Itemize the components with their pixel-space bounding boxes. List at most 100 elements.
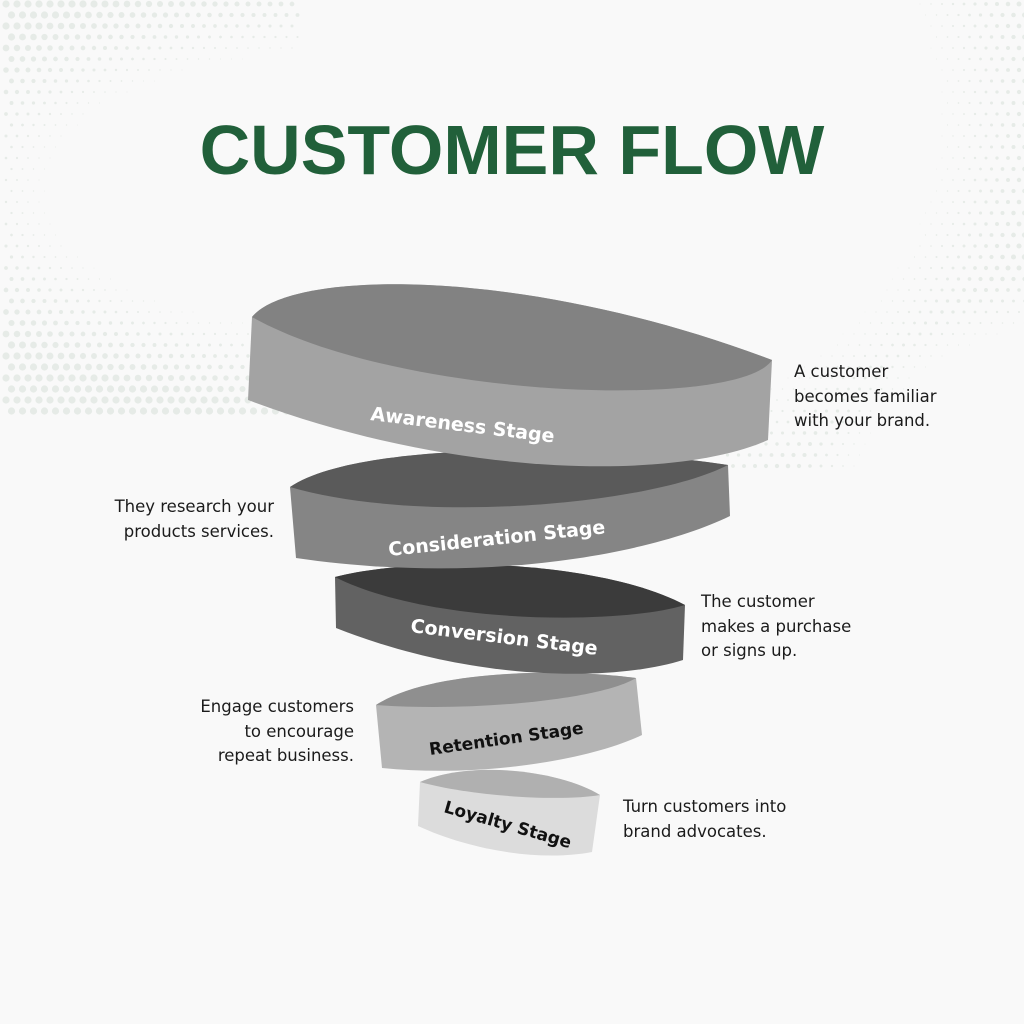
background-dot bbox=[979, 145, 982, 149]
background-dot bbox=[140, 12, 147, 18]
background-dot bbox=[995, 134, 999, 138]
background-dot bbox=[963, 333, 965, 335]
background-dot bbox=[1000, 79, 1005, 83]
background-dot bbox=[79, 374, 87, 382]
background-dot bbox=[776, 399, 778, 401]
background-dot bbox=[19, 56, 26, 62]
background-dot bbox=[7, 11, 16, 19]
background-dot bbox=[44, 190, 45, 192]
background-dot bbox=[167, 374, 175, 382]
background-dot bbox=[59, 288, 63, 292]
background-dot bbox=[117, 385, 126, 393]
background-dot bbox=[852, 398, 856, 402]
background-dot bbox=[758, 453, 763, 457]
background-dot bbox=[98, 102, 101, 104]
background-dot bbox=[120, 80, 123, 82]
background-dot bbox=[114, 332, 118, 336]
background-dot bbox=[935, 212, 938, 214]
background-dot bbox=[4, 134, 8, 138]
background-dot bbox=[20, 277, 25, 281]
background-dot bbox=[52, 33, 59, 41]
background-dot bbox=[924, 366, 927, 368]
background-dot bbox=[35, 22, 43, 30]
background-dot bbox=[984, 200, 988, 204]
background-dot bbox=[186, 322, 189, 324]
description-conversion: The customer makes a purchase or signs u… bbox=[701, 590, 851, 664]
background-dot bbox=[32, 255, 35, 259]
background-dot bbox=[54, 277, 57, 281]
background-dot bbox=[194, 407, 203, 415]
background-dot bbox=[1000, 101, 1005, 105]
background-dot bbox=[69, 331, 75, 337]
background-dot bbox=[1006, 112, 1010, 116]
background-dot bbox=[184, 385, 191, 393]
background-dot bbox=[820, 355, 822, 357]
background-dot bbox=[930, 245, 932, 247]
background-dot bbox=[58, 45, 64, 51]
background-dot bbox=[234, 1, 240, 7]
background-dot bbox=[847, 344, 850, 346]
background-dot bbox=[225, 47, 227, 49]
background-dot bbox=[181, 311, 183, 313]
background-dot bbox=[139, 385, 148, 393]
background-dot bbox=[223, 375, 229, 381]
background-dot bbox=[892, 278, 893, 280]
background-dot bbox=[869, 365, 872, 369]
background-dot bbox=[79, 352, 87, 360]
background-dot bbox=[36, 309, 42, 315]
background-dot bbox=[32, 168, 35, 170]
background-dot bbox=[36, 45, 42, 51]
background-dot bbox=[781, 409, 784, 413]
background-dot bbox=[774, 463, 780, 469]
background-dot bbox=[119, 57, 124, 61]
background-dot bbox=[97, 57, 102, 61]
background-dot bbox=[978, 255, 983, 259]
background-dot bbox=[241, 35, 244, 39]
background-dot bbox=[102, 45, 108, 51]
background-dot bbox=[934, 321, 939, 325]
background-dot bbox=[285, 35, 288, 39]
background-dot bbox=[196, 364, 201, 370]
background-dot bbox=[128, 385, 137, 393]
background-dot bbox=[257, 24, 261, 28]
background-dot bbox=[968, 79, 971, 83]
background-dot bbox=[984, 90, 988, 94]
background-dot bbox=[251, 12, 256, 18]
background-dot bbox=[40, 407, 49, 415]
background-dot bbox=[246, 24, 250, 28]
background-dot bbox=[1000, 145, 1005, 149]
background-dot bbox=[902, 321, 905, 325]
background-dot bbox=[278, 1, 284, 7]
background-dot bbox=[92, 310, 96, 314]
background-dot bbox=[809, 377, 811, 379]
background-dot bbox=[929, 288, 933, 292]
background-dot bbox=[836, 366, 839, 368]
background-dot bbox=[37, 288, 41, 292]
background-dot bbox=[1017, 288, 1021, 292]
background-dot bbox=[946, 255, 949, 259]
description-line: products services. bbox=[123, 521, 274, 541]
background-dot bbox=[808, 398, 812, 402]
background-dot bbox=[875, 311, 877, 313]
background-dot bbox=[13, 374, 21, 382]
background-dot bbox=[9, 123, 14, 127]
background-dot bbox=[875, 421, 877, 423]
background-dot bbox=[117, 407, 126, 415]
background-dot bbox=[196, 343, 201, 347]
background-dot bbox=[129, 364, 136, 370]
background-dot bbox=[289, 1, 295, 7]
background-dot bbox=[35, 0, 43, 8]
background-dot bbox=[957, 168, 960, 170]
background-dot bbox=[77, 124, 78, 126]
background-dot bbox=[15, 266, 19, 270]
background-dot bbox=[967, 255, 972, 259]
background-dot bbox=[957, 102, 960, 104]
background-dot bbox=[984, 24, 988, 28]
background-dot bbox=[1011, 232, 1016, 238]
background-dot bbox=[151, 364, 158, 370]
background-dot bbox=[764, 442, 768, 446]
background-dot bbox=[797, 398, 801, 402]
background-dot bbox=[57, 352, 65, 360]
background-dot bbox=[51, 385, 60, 393]
background-dot bbox=[202, 24, 206, 28]
